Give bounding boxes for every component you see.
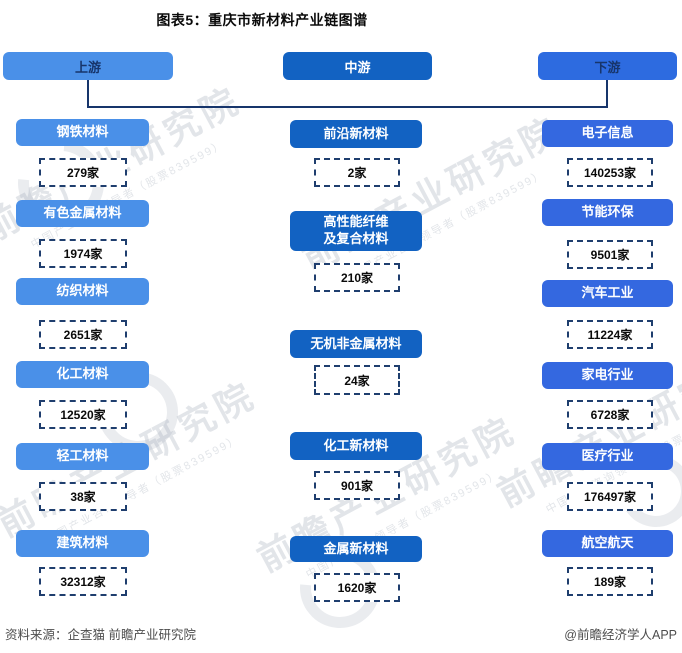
header-downstream-label: 下游 (594, 59, 621, 75)
count-label: 140253家 (583, 166, 637, 180)
midstream-count-1: 210家 (314, 263, 400, 292)
downstream-category-0: 电子信息 (542, 120, 673, 147)
upstream-category-0: 钢铁材料 (16, 119, 149, 146)
count-label: 210家 (340, 271, 374, 285)
category-label: 金属新材料 (323, 540, 389, 556)
category-label: 高性能纤维 (323, 214, 389, 230)
downstream-count-4: 176497家 (567, 482, 653, 511)
downstream-count-5: 189家 (567, 567, 653, 596)
count-label: 6728家 (590, 408, 630, 422)
category-label: 前沿新材料 (323, 125, 389, 141)
upstream-category-4: 轻工材料 (16, 443, 149, 470)
upstream-category-5: 建筑材料 (16, 530, 149, 557)
header-upstream-label: 上游 (74, 59, 101, 75)
downstream-count-2: 11224家 (567, 320, 653, 349)
count-label: 38家 (70, 490, 96, 504)
downstream-category-4: 医疗行业 (542, 443, 673, 470)
category-label: 有色金属材料 (43, 205, 122, 221)
upstream-count-3: 12520家 (39, 400, 127, 429)
header-upstream: 上游 (3, 52, 173, 80)
midstream-count-3: 901家 (314, 471, 400, 500)
count-label: 24家 (344, 373, 370, 388)
header-midstream-label: 中游 (344, 59, 371, 75)
midstream-category-1: 高性能纤维 及复合材料 (290, 211, 422, 251)
category-label: 航空航天 (581, 535, 634, 551)
app-credit: @前瞻经济学人APP (564, 628, 677, 642)
downstream-category-5: 航空航天 (542, 530, 673, 557)
category-label: 节能环保 (581, 204, 634, 220)
connector-line (87, 80, 608, 108)
upstream-count-4: 38家 (39, 482, 127, 511)
count-label: 901家 (340, 479, 374, 493)
category-label: 医疗行业 (581, 448, 634, 464)
count-label: 1620家 (337, 581, 377, 595)
count-label: 176497家 (583, 490, 637, 504)
source-note: 资料来源：企查猫 前瞻产业研究院 (5, 628, 196, 642)
midstream-category-3: 化工新材料 (290, 432, 422, 460)
count-label: 32312家 (60, 575, 106, 589)
upstream-count-2: 2651家 (39, 320, 127, 349)
header-downstream: 下游 (538, 52, 677, 80)
upstream-count-1: 1974家 (39, 239, 127, 268)
downstream-category-1: 节能环保 (542, 199, 673, 226)
count-label: 12520家 (60, 408, 106, 422)
category-label: 纺织材料 (56, 283, 109, 299)
downstream-count-1: 9501家 (567, 240, 653, 269)
downstream-count-3: 6728家 (567, 400, 653, 429)
header-midstream: 中游 (283, 52, 432, 80)
midstream-category-4: 金属新材料 (290, 536, 422, 562)
upstream-category-2: 纺织材料 (16, 278, 149, 305)
count-label: 2651家 (63, 328, 103, 342)
midstream-count-2: 24家 (314, 365, 400, 395)
downstream-category-2: 汽车工业 (542, 280, 673, 307)
upstream-count-5: 32312家 (39, 567, 127, 596)
category-label: 汽车工业 (581, 285, 634, 301)
category-label-line2: 及复合材料 (323, 231, 389, 246)
category-label: 化工材料 (56, 366, 109, 382)
count-label: 189家 (593, 575, 627, 589)
downstream-category-3: 家电行业 (542, 362, 673, 389)
downstream-count-0: 140253家 (567, 158, 653, 187)
category-label: 无机非金属材料 (310, 335, 402, 351)
upstream-count-0: 279家 (39, 158, 127, 187)
count-label: 11224家 (587, 328, 633, 342)
midstream-count-0: 2家 (314, 158, 400, 187)
category-label: 钢铁材料 (56, 124, 109, 140)
category-label: 建筑材料 (56, 535, 109, 551)
watermark-subtext: 中国产业咨询领导者（股票839599） (304, 468, 503, 582)
midstream-count-4: 1620家 (314, 573, 400, 602)
category-label: 家电行业 (581, 367, 634, 383)
upstream-category-1: 有色金属材料 (16, 200, 149, 227)
page-title: 图表5：重庆市新材料产业链图谱 (156, 12, 368, 28)
category-label: 电子信息 (581, 125, 634, 141)
upstream-category-3: 化工材料 (16, 361, 149, 388)
count-label: 279家 (66, 166, 100, 180)
count-label: 9501家 (590, 248, 630, 262)
midstream-category-2: 无机非金属材料 (290, 330, 422, 358)
count-label: 2家 (347, 166, 367, 180)
midstream-category-0: 前沿新材料 (290, 120, 422, 148)
category-label: 化工新材料 (323, 437, 389, 453)
category-label: 轻工材料 (56, 448, 109, 464)
count-label: 1974家 (63, 247, 103, 261)
